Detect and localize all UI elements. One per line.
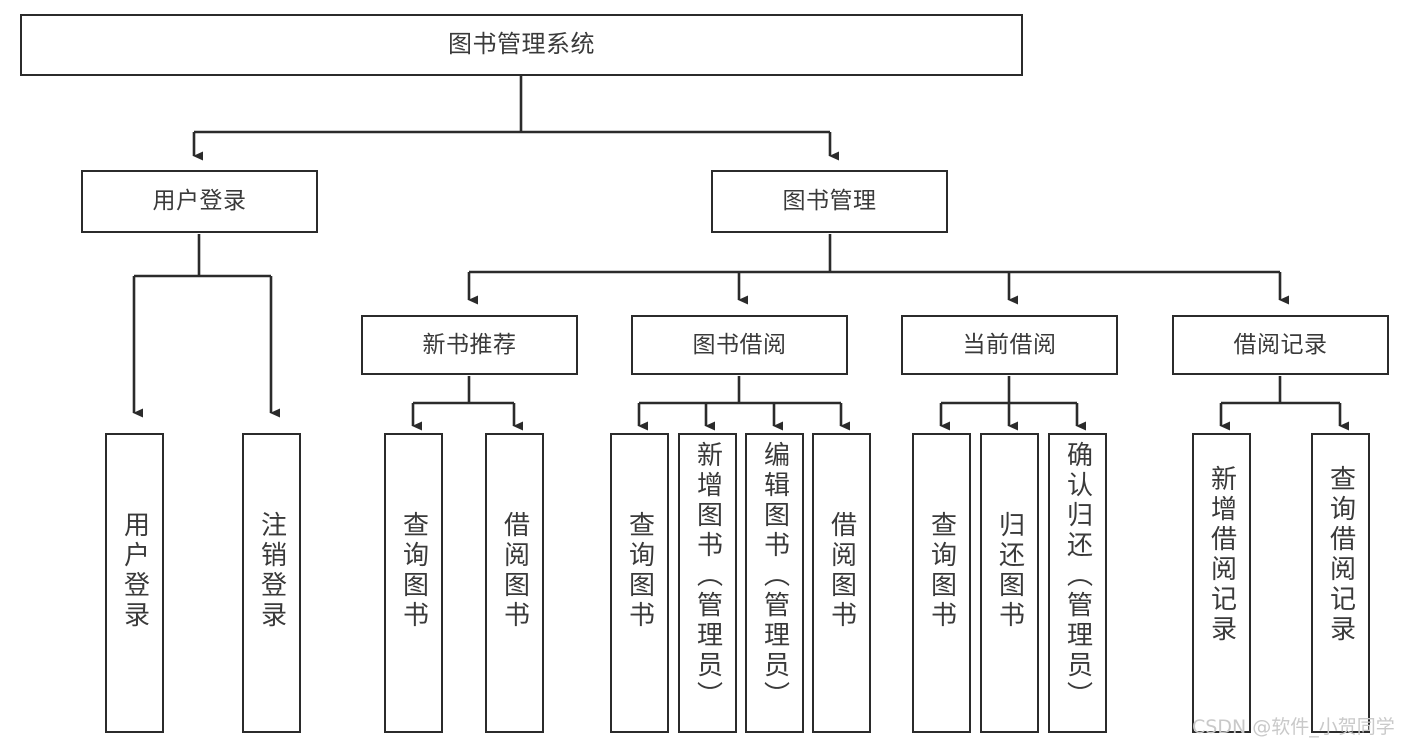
node-root-label: 图书管理系统 — [448, 30, 595, 59]
node-borrow-record-label: 借阅记录 — [1233, 331, 1328, 358]
node-new-book-recommend[interactable]: 新书推荐 — [361, 315, 578, 375]
node-root[interactable]: 图书管理系统 — [20, 14, 1023, 76]
node-leaf-borrow-book-2[interactable]: 借阅图书 — [812, 433, 871, 733]
node-leaf-logout-login-label: 注销登录 — [256, 511, 287, 631]
node-leaf-confirm-return[interactable]: 确认归还（管理员） — [1048, 433, 1107, 733]
node-leaf-query-book-1-label: 查询图书 — [398, 511, 429, 631]
node-leaf-query-book-2[interactable]: 查询图书 — [610, 433, 669, 733]
node-leaf-borrow-book-1[interactable]: 借阅图书 — [485, 433, 544, 733]
node-book-borrow[interactable]: 图书借阅 — [631, 315, 848, 375]
node-leaf-query-record[interactable]: 查询借阅记录 — [1311, 433, 1370, 733]
node-leaf-user-login[interactable]: 用户登录 — [105, 433, 164, 733]
node-leaf-edit-book-label: 编辑图书（管理员） — [759, 441, 790, 711]
node-leaf-borrow-book-1-label: 借阅图书 — [499, 511, 530, 631]
node-current-borrow[interactable]: 当前借阅 — [901, 315, 1118, 375]
watermark-text: CSDN @软件_小贺同学 — [1192, 716, 1395, 738]
node-leaf-confirm-return-label: 确认归还（管理员） — [1062, 441, 1093, 711]
node-leaf-return-book[interactable]: 归还图书 — [980, 433, 1039, 733]
node-leaf-borrow-book-2-label: 借阅图书 — [826, 511, 857, 631]
node-leaf-query-book-2-label: 查询图书 — [624, 511, 655, 631]
node-user-login-label: 用户登录 — [152, 188, 247, 215]
node-leaf-add-record-label: 新增借阅记录 — [1206, 465, 1237, 645]
node-new-book-recommend-label: 新书推荐 — [422, 331, 517, 358]
node-leaf-user-login-label: 用户登录 — [119, 511, 150, 631]
node-leaf-query-book-3[interactable]: 查询图书 — [912, 433, 971, 733]
node-leaf-add-book-label: 新增图书（管理员） — [692, 441, 723, 711]
node-leaf-add-book[interactable]: 新增图书（管理员） — [678, 433, 737, 733]
node-book-borrow-label: 图书借阅 — [692, 331, 787, 358]
node-leaf-return-book-label: 归还图书 — [994, 511, 1025, 631]
node-book-management-label: 图书管理 — [782, 188, 877, 215]
node-user-login[interactable]: 用户登录 — [81, 170, 318, 233]
node-borrow-record[interactable]: 借阅记录 — [1172, 315, 1389, 375]
node-leaf-edit-book[interactable]: 编辑图书（管理员） — [745, 433, 804, 733]
node-leaf-logout-login[interactable]: 注销登录 — [242, 433, 301, 733]
node-current-borrow-label: 当前借阅 — [962, 331, 1057, 358]
node-leaf-query-book-1[interactable]: 查询图书 — [384, 433, 443, 733]
node-leaf-query-record-label: 查询借阅记录 — [1325, 465, 1356, 645]
node-leaf-add-record[interactable]: 新增借阅记录 — [1192, 433, 1251, 733]
node-book-management[interactable]: 图书管理 — [711, 170, 948, 233]
node-leaf-query-book-3-label: 查询图书 — [926, 511, 957, 631]
